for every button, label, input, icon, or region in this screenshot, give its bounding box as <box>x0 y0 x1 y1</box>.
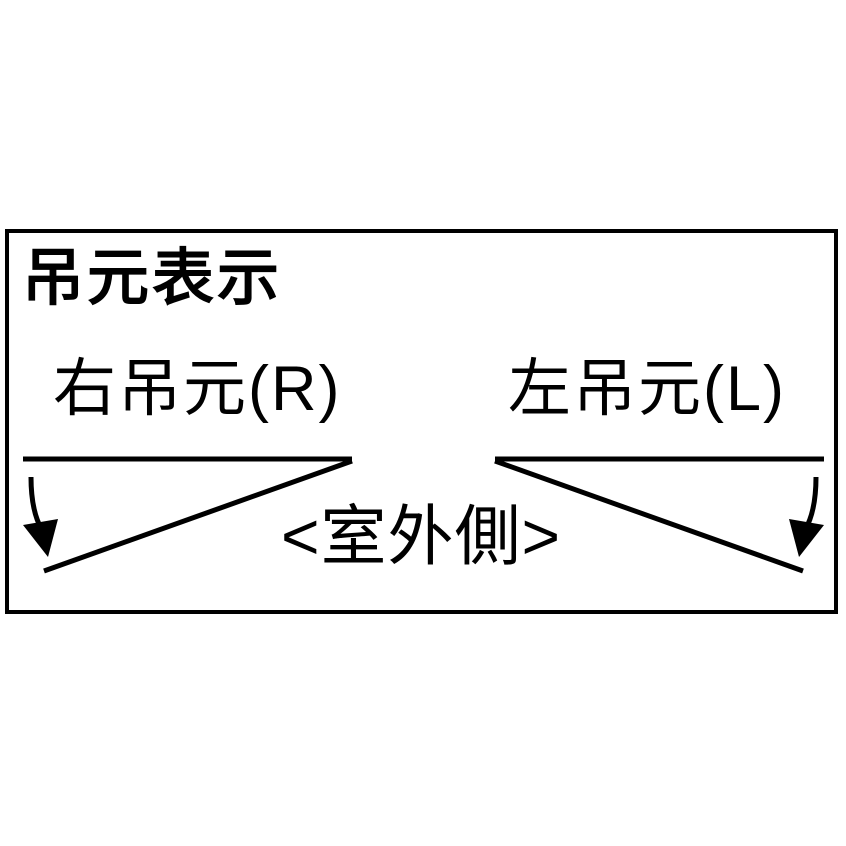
right-hinge-label: 右吊元(R) <box>53 354 342 424</box>
outdoor-side-label: <室外側> <box>280 499 562 573</box>
left-hinge-label: 左吊元(L) <box>508 354 786 424</box>
diagram-title: 吊元表示 <box>22 244 283 313</box>
